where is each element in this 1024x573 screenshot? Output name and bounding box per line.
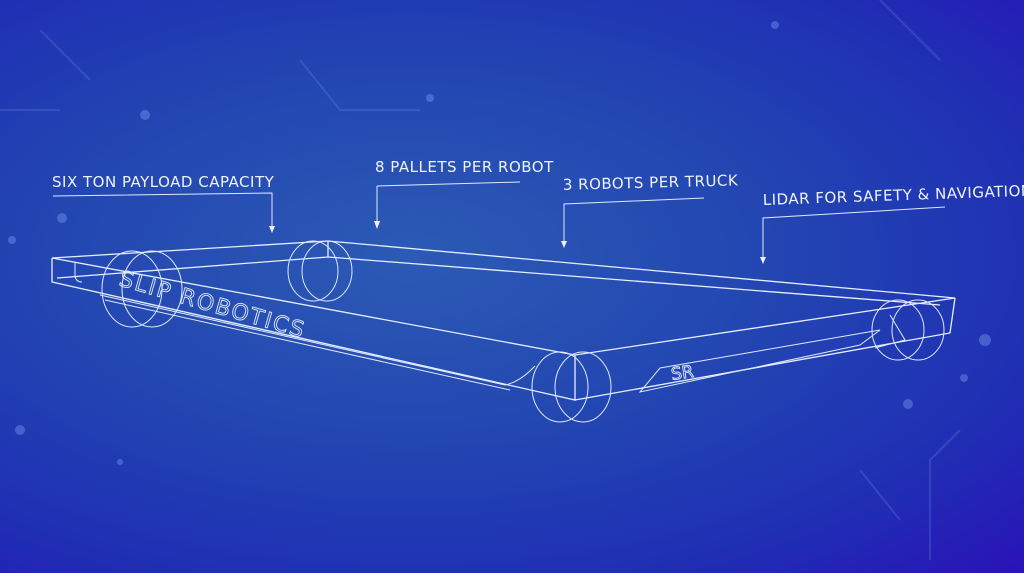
label-robots: 3 ROBOTS PER TRUCK bbox=[563, 171, 739, 194]
callout-payload: SIX TON PAYLOAD CAPACITY bbox=[52, 173, 275, 233]
wheel-front-right bbox=[871, 299, 925, 361]
background-dots bbox=[8, 21, 991, 465]
wheels bbox=[101, 240, 945, 423]
background-circuit-lines bbox=[0, 0, 961, 560]
wheel-rear-right bbox=[287, 240, 339, 302]
wheel-rear-left bbox=[101, 250, 163, 328]
callout-pallets: 8 PALLETS PER ROBOT bbox=[374, 158, 554, 229]
label-pallets: 8 PALLETS PER ROBOT bbox=[375, 158, 554, 176]
label-payload: SIX TON PAYLOAD CAPACITY bbox=[52, 173, 275, 191]
callout-robots: 3 ROBOTS PER TRUCK bbox=[563, 171, 739, 194]
wheel-front-left bbox=[531, 351, 589, 423]
sr-logo: SR bbox=[670, 362, 695, 385]
robot-frame bbox=[51, 240, 956, 401]
label-lidar: LIDAR FOR SAFETY & NAVIGATION bbox=[763, 182, 1024, 209]
callout-lidar: LIDAR FOR SAFETY & NAVIGATION bbox=[763, 182, 1024, 209]
